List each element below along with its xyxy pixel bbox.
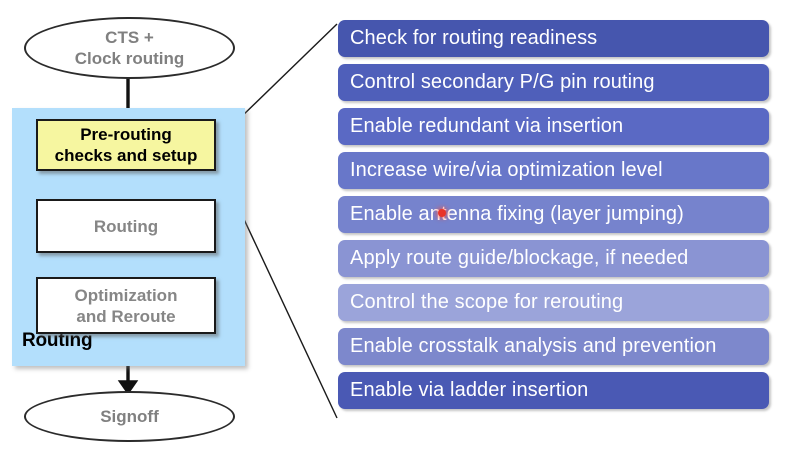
callout-item-label: Enable antenna fixing (layer jumping)	[350, 203, 684, 225]
flow-node-routing-label: Routing	[93, 216, 159, 236]
callout-item[interactable]: Apply route guide/blockage, if needed	[338, 240, 769, 277]
flow-node-optimization-and-reroute[interactable]: Optimization and Reroute	[36, 277, 216, 334]
callout-item-label: Apply route guide/blockage, if needed	[350, 247, 689, 269]
routing-group-label: Routing	[22, 330, 93, 351]
callout-item[interactable]: Increase wire/via optimization level	[338, 152, 769, 189]
callout-item-label: Enable via ladder insertion	[350, 379, 589, 401]
flow-node-pre-routing-checks[interactable]: Pre-routing checks and setup	[36, 119, 216, 171]
callout-item[interactable]: Control secondary P/G pin routing	[338, 64, 769, 101]
callout-item-label: Check for routing readiness	[350, 27, 598, 49]
flow-node-optimization-label: Optimization and Reroute	[74, 285, 178, 326]
flow-node-routing[interactable]: Routing	[36, 199, 216, 253]
callout-item[interactable]: Enable via ladder insertion	[338, 372, 769, 409]
callout-item[interactable]: Enable crosstalk analysis and prevention	[338, 328, 769, 365]
flow-node-cts-clock-routing[interactable]: CTS + Clock routing	[24, 17, 235, 79]
callout-item[interactable]: Enable antenna fixing (layer jumping)	[338, 196, 769, 233]
callout-item[interactable]: Control the scope for rerouting	[338, 284, 769, 321]
callout-item-label: Increase wire/via optimization level	[350, 159, 663, 181]
flow-node-pre-routing-label: Pre-routing checks and setup	[54, 125, 198, 165]
flow-node-signoff-label: Signoff	[100, 407, 159, 426]
callout-item[interactable]: Enable redundant via insertion	[338, 108, 769, 145]
callout-item-label: Enable redundant via insertion	[350, 115, 624, 137]
callout-item-label: Control secondary P/G pin routing	[350, 71, 655, 93]
flow-node-signoff[interactable]: Signoff	[24, 391, 235, 442]
callout-item-label: Control the scope for rerouting	[350, 291, 624, 313]
callout-item-label: Enable crosstalk analysis and prevention	[350, 335, 717, 357]
cursor-marker	[438, 209, 446, 217]
flow-diagram: Routing CTS + Clock routing Pre-routing …	[0, 0, 330, 452]
flow-node-cts-label: CTS + Clock routing	[74, 28, 185, 68]
callout-item[interactable]: Check for routing readiness	[338, 20, 769, 57]
